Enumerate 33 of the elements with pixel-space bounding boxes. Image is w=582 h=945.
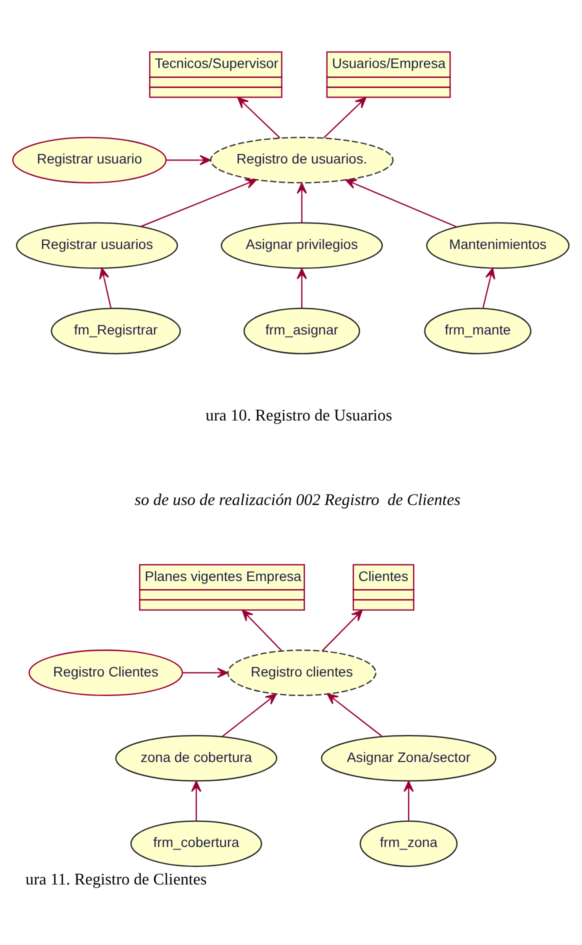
arrow xyxy=(482,267,496,308)
arrow xyxy=(140,178,257,227)
node-ellipse: frm_asignar xyxy=(244,307,360,354)
arrow xyxy=(345,178,457,227)
node-ellipse: Registro Clientes xyxy=(28,649,184,696)
node-ellipse: Asignar privilegios xyxy=(220,222,383,268)
arrow xyxy=(323,96,366,138)
arrow xyxy=(166,154,211,165)
arrow xyxy=(242,609,282,651)
arrow xyxy=(322,609,363,651)
arrow xyxy=(222,693,277,736)
node-ellipse: Registrar usuarios xyxy=(16,222,178,268)
label: so de uso de realización 002 Registro de Clientes xyxy=(134,489,460,508)
arrow xyxy=(403,780,414,820)
node-ellipse: Registro clientes xyxy=(227,649,376,696)
node-ellipse: Asignar Zona/sector xyxy=(320,734,496,781)
label: ura 10. Registro de Usuarios xyxy=(206,405,392,424)
arrow xyxy=(191,780,202,820)
arrow xyxy=(326,692,383,736)
arrow xyxy=(296,182,307,222)
node-ellipse: Registro de usuarios. xyxy=(210,136,394,183)
node-ellipse: frm_mante xyxy=(424,307,532,354)
arrow xyxy=(296,268,307,308)
arrow xyxy=(99,267,112,308)
node-ellipse: Mantenimientos xyxy=(426,222,570,268)
arrow xyxy=(237,96,280,138)
node-ellipse: frm_zona xyxy=(360,820,458,866)
caption: ura 11. Registro de Clientes xyxy=(26,868,207,888)
node-ellipse: zona de cobertura xyxy=(115,734,278,781)
node-ellipse: frm_cobertura xyxy=(130,820,262,866)
node-ellipse: Registrar usuario xyxy=(12,136,167,183)
node-ellipse: fm_Regisrtrar xyxy=(50,307,181,354)
arrow xyxy=(182,667,228,678)
